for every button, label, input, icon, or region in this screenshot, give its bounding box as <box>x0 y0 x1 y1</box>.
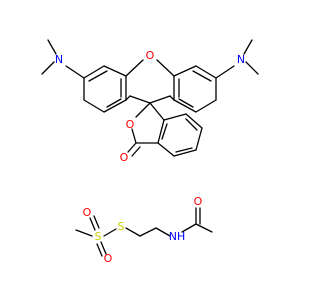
right-nitrogen-label: N <box>237 53 245 66</box>
amide-nitrogen-label: NH <box>169 230 186 243</box>
lactone-ring <box>127 102 165 157</box>
structure-canvas: O N N O O S S O O NH O <box>41 39 259 265</box>
benzo-ring <box>157 113 203 157</box>
right-benzene-ring <box>173 65 217 113</box>
spiro-bonds <box>125 95 175 101</box>
thio-sulfur-label: S <box>118 220 125 233</box>
left-dimethylamino <box>41 39 85 79</box>
sulfonyl-oxygen-top-label: O <box>83 206 92 219</box>
lactone-carbonyl-oxygen-label: O <box>120 151 129 164</box>
xanthene-oxygen-label: O <box>146 49 155 62</box>
right-dimethylamino <box>215 39 259 79</box>
xanthene-central-ring <box>125 59 175 104</box>
rhodamine-molecule: O N N O O <box>41 39 259 164</box>
sulfonyl-oxygen-bottom-label: O <box>104 252 113 265</box>
left-benzene-ring <box>83 65 127 113</box>
lactone-ring-oxygen-label: O <box>126 118 135 131</box>
amide-oxygen-label: O <box>194 195 203 208</box>
mts-amide-molecule: S S O O NH O <box>75 195 213 265</box>
molecule-diagram: O N N O O S S O O NH O <box>41 39 259 265</box>
sulfonyl-sulfur-label: S <box>95 230 102 243</box>
left-nitrogen-label: N <box>55 53 63 66</box>
